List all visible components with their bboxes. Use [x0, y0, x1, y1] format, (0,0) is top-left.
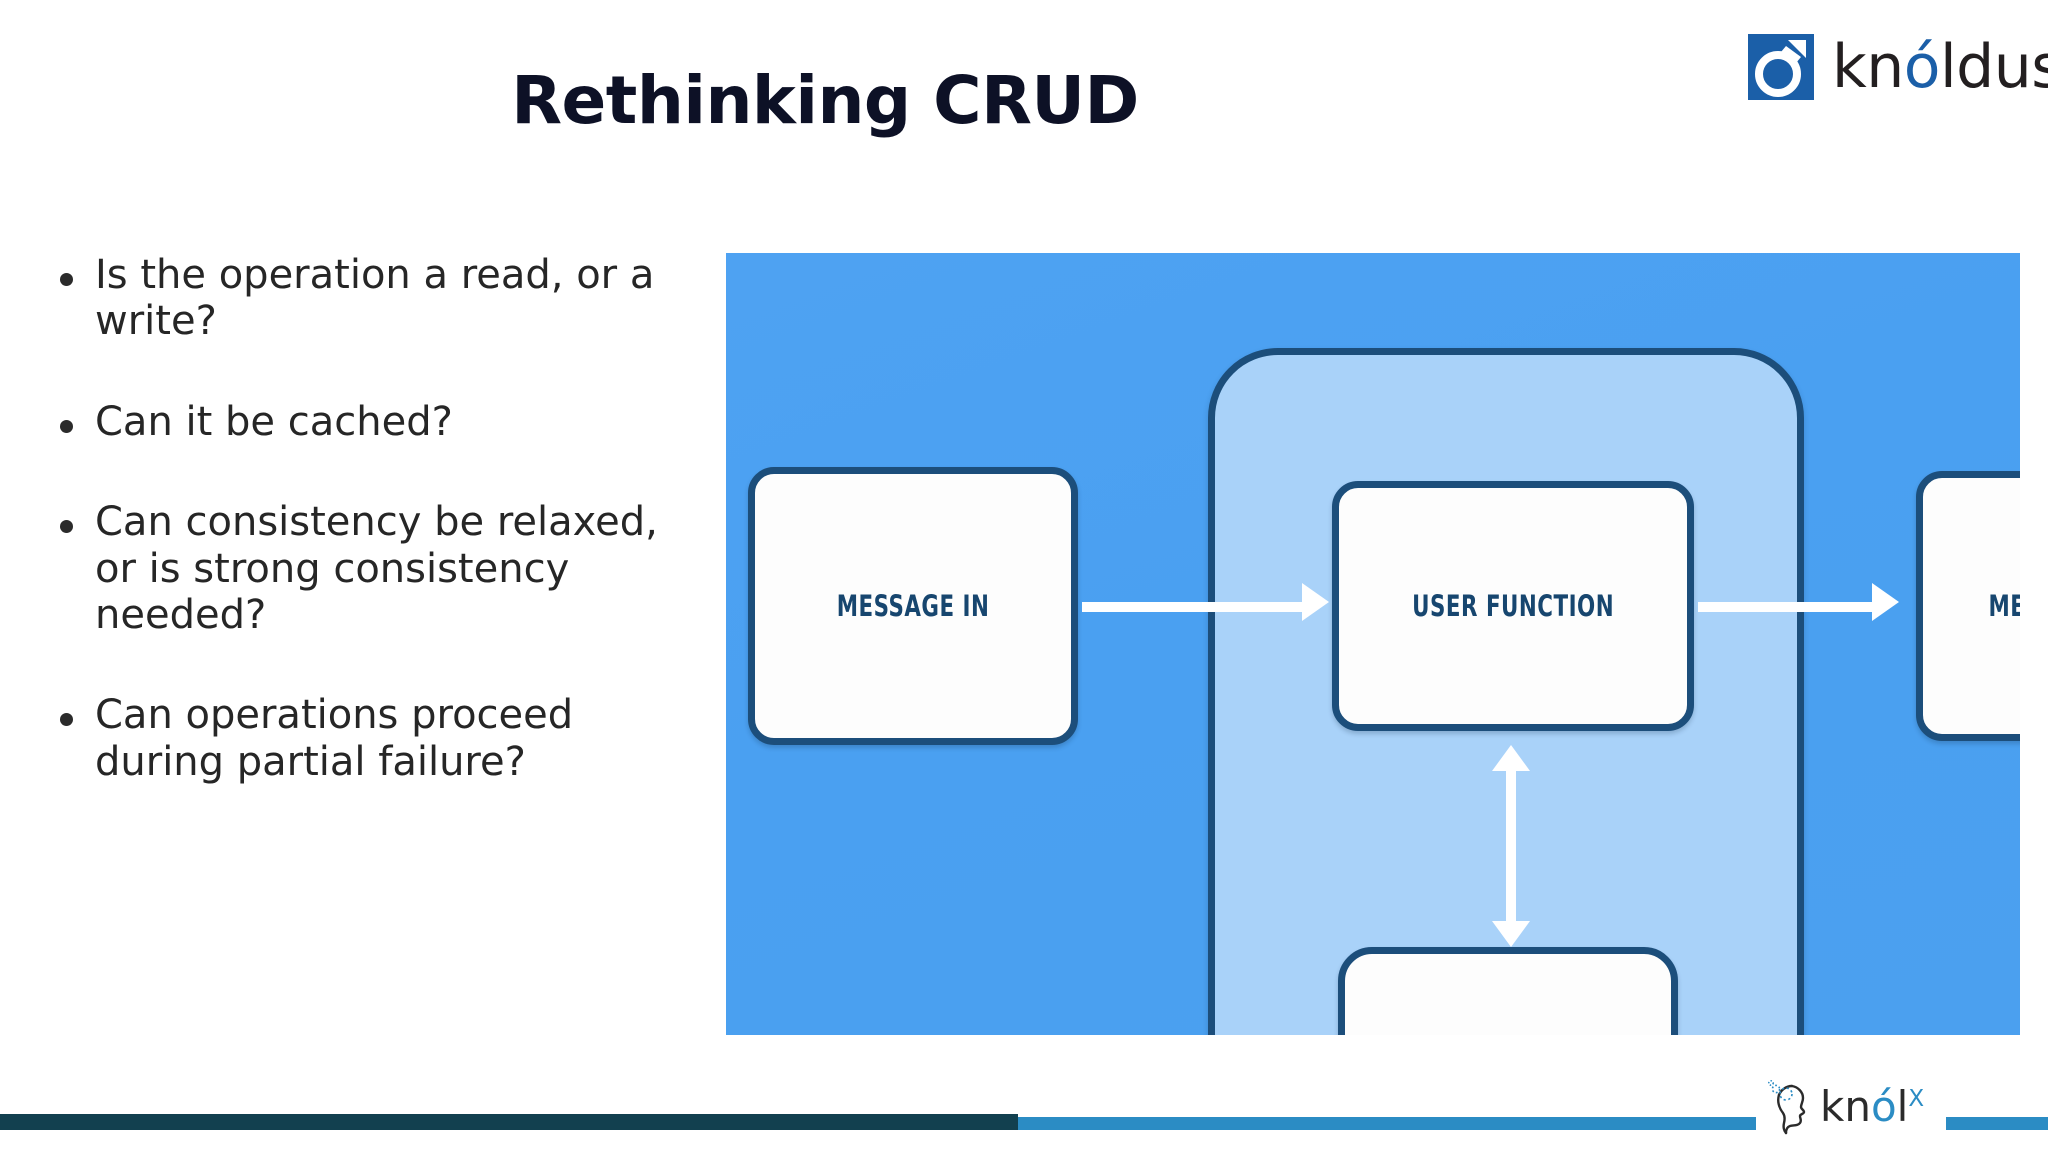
knoldus-wordmark: knóldus	[1832, 37, 2048, 97]
brand-text-2: ldus	[1940, 32, 2048, 102]
knolx-logo: knólX	[1756, 1062, 1946, 1152]
list-item: Can operations proceed during partial fa…	[60, 692, 660, 785]
arrow-user-function-database	[1506, 765, 1516, 933]
bullet-text: Is the operation a read, or a write?	[95, 252, 655, 345]
knoldus-logo: knóldus	[1748, 28, 2048, 106]
list-item: Is the operation a read, or a write?	[60, 252, 660, 345]
bullet-text: Can it be cached?	[95, 398, 453, 445]
node-message-in: MESSAGE IN	[748, 467, 1078, 745]
arrow-message-in-to-user-function	[1082, 602, 1304, 612]
bullet-text: Can consistency be relaxed, or is strong…	[95, 499, 658, 638]
knolx-text-2: l	[1896, 1082, 1909, 1131]
list-item: Can it be cached?	[60, 399, 660, 445]
bullet-text: Can operations proceed during partial fa…	[95, 692, 574, 785]
brand-text-accent: ó	[1903, 32, 1941, 102]
node-message-in-label: MESSAGE IN	[836, 589, 990, 623]
node-message-out-label: MESSAGE OUT	[1988, 589, 2020, 623]
knolx-wordmark: knólX	[1820, 1086, 1924, 1128]
knolx-head-profile-icon	[1762, 1077, 1824, 1137]
arrow-user-function-to-message-out	[1698, 602, 1876, 612]
knolx-superscript: X	[1908, 1086, 1925, 1112]
knolx-text-accent: ó	[1870, 1082, 1897, 1131]
bullet-dot-icon	[60, 713, 73, 727]
brand-text-1: kn	[1832, 32, 1904, 102]
page-title: Rethinking CRUD	[511, 62, 1139, 139]
knolx-text-1: kn	[1820, 1082, 1871, 1131]
knoldus-square-logo-icon	[1748, 34, 1814, 100]
architecture-diagram: DEPLOYMENT MESSAGE IN USER FUNCTION MESS…	[726, 253, 2020, 1035]
bullet-list: Is the operation a read, or a write? Can…	[60, 252, 660, 839]
node-message-out: MESSAGE OUT	[1916, 471, 2020, 741]
node-user-function-label: USER FUNCTION	[1412, 589, 1614, 623]
node-user-function: USER FUNCTION	[1332, 481, 1694, 731]
footer-bar-dark	[0, 1114, 1018, 1130]
node-database: DATABASE	[1338, 947, 1678, 1035]
bullet-dot-icon	[60, 273, 73, 286]
arrow-head-up-icon	[1492, 745, 1530, 771]
bullet-dot-icon	[60, 520, 73, 534]
bullet-dot-icon	[60, 419, 73, 433]
list-item: Can consistency be relaxed, or is strong…	[60, 499, 660, 638]
arrow-head-right-icon	[1302, 583, 1329, 621]
arrow-head-right-icon	[1872, 583, 1899, 621]
arrow-head-down-icon	[1492, 921, 1530, 947]
